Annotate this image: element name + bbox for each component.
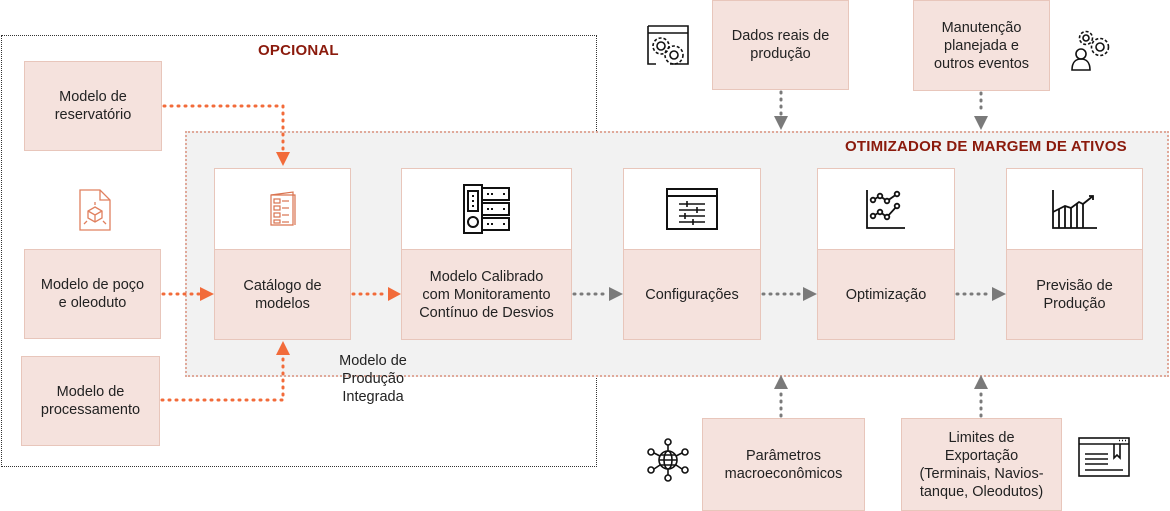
macroeconomic-parameters-box: Parâmetros macroeconômicos bbox=[702, 418, 865, 511]
arrowhead-right-optimization bbox=[803, 287, 817, 301]
bar-chart-growth-icon bbox=[1051, 190, 1097, 229]
integrated-production-model-label: Modelo de Produção Integrada bbox=[339, 353, 407, 405]
arrowhead-up-export bbox=[974, 375, 988, 389]
optimization-card: Optimização bbox=[817, 168, 955, 340]
real-production-data-box: Dados reais de produção bbox=[712, 0, 849, 90]
arrowhead-right-config bbox=[609, 287, 623, 301]
planned-maintenance-box: Manutenção planejada e outros eventos bbox=[913, 0, 1050, 91]
document-bookmark-icon bbox=[1077, 436, 1131, 483]
optimization-label: Optimização bbox=[818, 249, 954, 339]
line-chart-icon bbox=[866, 190, 905, 229]
connector-reservoir-to-catalog bbox=[162, 104, 285, 154]
model-catalog-label: Catálogo de modelos bbox=[215, 249, 350, 339]
catalog-icon bbox=[269, 191, 296, 226]
connector-processing-to-catalog bbox=[160, 353, 285, 402]
arrowhead-down-maintenance bbox=[974, 116, 988, 130]
well-pipeline-model-box: Modelo de poço e oleoduto bbox=[24, 249, 161, 339]
optimizer-section-title: OTIMIZADOR DE MARGEM DE ATIVOS bbox=[845, 138, 1127, 155]
configurations-card: Configurações bbox=[623, 168, 761, 340]
global-network-icon bbox=[646, 438, 690, 487]
calibrated-model-card: Modelo Calibrado com Monitoramento Contí… bbox=[401, 168, 572, 340]
arrowhead-down-catalog bbox=[276, 152, 290, 166]
arrowhead-right-catalog bbox=[200, 287, 214, 301]
calibrated-model-label: Modelo Calibrado com Monitoramento Contí… bbox=[402, 249, 571, 339]
reservoir-model-box: Modelo de reservatório bbox=[24, 61, 162, 151]
optional-section-title: OPCIONAL bbox=[258, 42, 339, 59]
arrowhead-up-macro bbox=[774, 375, 788, 389]
arrowhead-right-calibrated bbox=[388, 287, 401, 301]
arrowhead-down-real-data bbox=[774, 116, 788, 130]
configurations-label: Configurações bbox=[624, 249, 760, 339]
server-icon bbox=[462, 184, 510, 234]
window-gears-icon bbox=[646, 24, 690, 73]
model-catalog-card: Catálogo de modelos bbox=[214, 168, 351, 340]
user-gears-icon bbox=[1070, 28, 1112, 77]
processing-model-box: Modelo de processamento bbox=[21, 356, 160, 446]
settings-sliders-icon bbox=[666, 188, 718, 230]
file-cube-icon bbox=[78, 188, 112, 237]
arrowhead-up-catalog bbox=[276, 341, 290, 355]
arrowhead-right-forecast bbox=[992, 287, 1006, 301]
production-forecast-card: Previsão de Produção bbox=[1006, 168, 1143, 340]
export-limits-box: Limites de Exportação (Terminais, Navios… bbox=[901, 418, 1062, 511]
production-forecast-label: Previsão de Produção bbox=[1007, 249, 1142, 339]
